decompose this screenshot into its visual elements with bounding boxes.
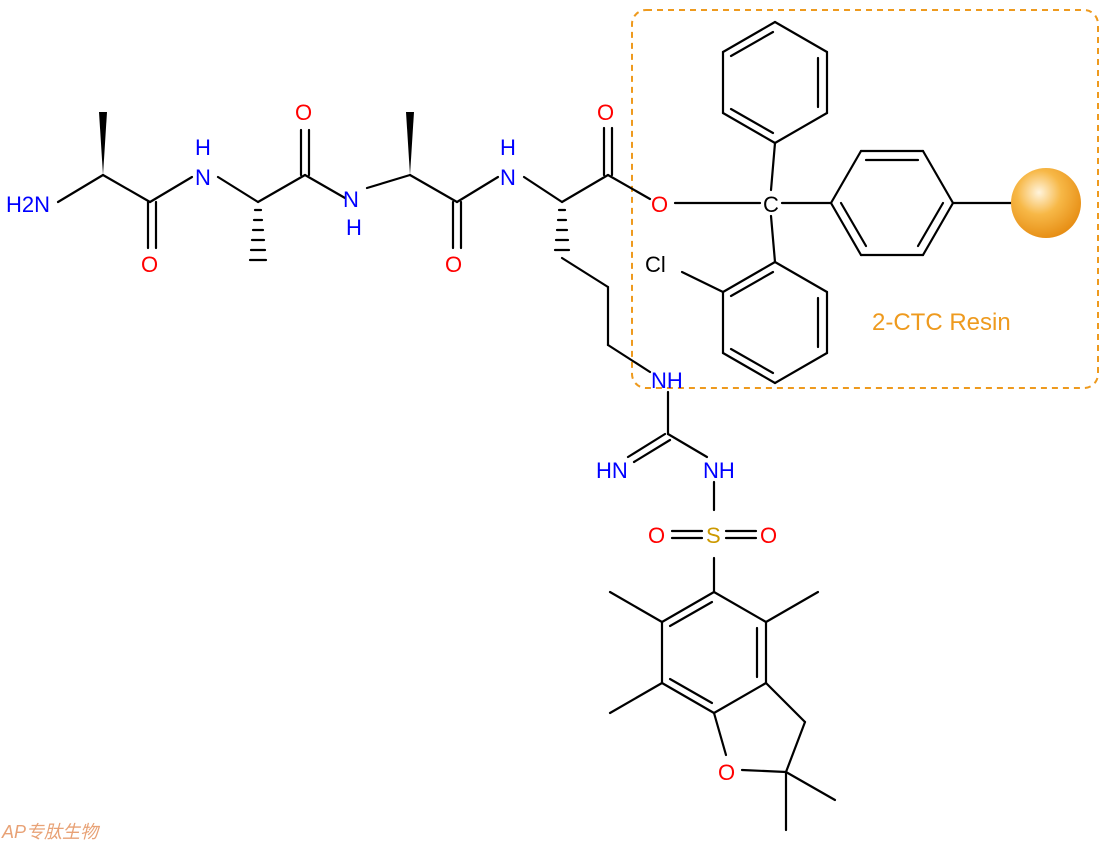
atom-labels: H2N H N O O N H O H N O O C Cl NH HN NH … [6, 100, 779, 785]
carbonyl-o-3: O [445, 252, 462, 277]
chlorine-label: Cl [645, 252, 666, 277]
guanidine-imine: HN [596, 458, 628, 483]
bonds [56, 20, 1014, 832]
sulfonyl-o-right: O [760, 523, 777, 548]
carbonyl-o-4: O [597, 100, 614, 125]
wedge-bond-2 [406, 112, 414, 175]
carbonyl-o-2: O [295, 100, 312, 125]
trityl-carbon: C [763, 192, 779, 217]
amide-h-3: H [500, 135, 516, 160]
amide-h-1: H [195, 135, 211, 160]
ring-oxygen: O [718, 760, 735, 785]
ester-oxygen: O [651, 192, 668, 217]
amide-h-2: H [346, 215, 362, 240]
amide-n-2: N [343, 187, 359, 212]
carbonyl-o-1: O [141, 252, 158, 277]
amide-n-1: N [195, 165, 211, 190]
amide-n-3: N [500, 165, 516, 190]
resin-bead [1011, 168, 1081, 238]
amine-label: H2N [6, 192, 50, 217]
watermark-text: AP专肽生物 [1, 822, 101, 842]
sulfonyl-o-left: O [648, 523, 665, 548]
hashed-bond-2 [553, 208, 571, 252]
guanidine-nh-2: NH [703, 458, 735, 483]
resin-label: 2-CTC Resin [872, 309, 1011, 336]
guanidine-nh-1: NH [651, 368, 683, 393]
hashed-bond-1 [248, 208, 268, 262]
resin-highlight-box [631, 9, 1099, 389]
wedge-bond-1 [99, 112, 107, 175]
sulfur-label: S [706, 523, 721, 548]
